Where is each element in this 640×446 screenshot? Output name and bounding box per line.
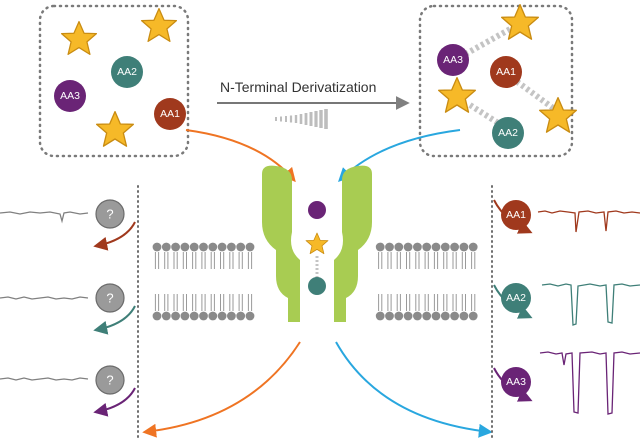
unknown-readout-1: ?	[0, 199, 136, 251]
teal-analyte-icon	[308, 277, 326, 295]
lipid-bilayer	[152, 242, 478, 321]
unknown-readout-3: ?	[0, 365, 136, 417]
tag-star-icon	[500, 3, 539, 40]
lipid-head	[394, 242, 404, 252]
aa2-return-arrow	[93, 305, 136, 335]
lipid-head	[431, 311, 441, 321]
lipid-head	[152, 311, 162, 321]
lipid-head	[217, 242, 227, 252]
lipid-head	[208, 242, 218, 252]
aa3-molecule: AA3	[437, 44, 469, 76]
lipid-head	[385, 242, 394, 252]
aa3-badge	[501, 367, 531, 397]
lipid-head	[217, 311, 227, 321]
noise-trace	[0, 377, 89, 381]
lipid-head	[375, 311, 385, 321]
purple-analyte-icon	[308, 201, 326, 219]
aa3-badge-label: AA3	[506, 376, 526, 388]
aa3-label: AA3	[60, 90, 80, 102]
derivatized-output-arrow	[335, 341, 493, 438]
aa1-label: AA1	[496, 66, 516, 78]
tag-star-icon	[305, 232, 329, 255]
lipid-head	[161, 242, 171, 252]
lipid-head	[152, 242, 162, 252]
nanopore-protein	[262, 165, 372, 322]
aa2-readout: AA2	[493, 283, 640, 326]
aa3-current-trace	[539, 351, 640, 415]
tag-star-icon	[140, 7, 178, 42]
lipid-head	[450, 311, 459, 321]
lipid-head	[375, 242, 385, 252]
lipid-head	[199, 311, 208, 321]
lipid-head	[227, 242, 236, 252]
unmodified-output-arrow	[142, 341, 301, 438]
aa2-badge	[501, 283, 531, 313]
noise-trace	[0, 296, 89, 300]
lipid-head	[189, 242, 199, 252]
tag-star-icon	[95, 110, 134, 147]
unknown-circle-icon	[95, 283, 125, 313]
lipid-head	[227, 311, 236, 321]
aa1-badge	[501, 200, 531, 230]
unknown-mark: ?	[106, 207, 113, 222]
lipid-head	[422, 311, 432, 321]
lipid-head	[422, 242, 432, 252]
lipid-head	[403, 242, 413, 252]
aa1-badge-label: AA1	[506, 209, 526, 221]
lipid-head	[245, 311, 255, 321]
aa3-label: AA3	[443, 54, 463, 66]
aa2-current-trace	[541, 283, 640, 326]
unmodified-mixture-box: AA2 AA3 AA1	[38, 4, 190, 158]
unknown-mark: ?	[106, 373, 113, 388]
lipid-head	[180, 242, 190, 252]
lipid-head	[459, 311, 469, 321]
lipid-head	[180, 311, 190, 321]
aa3-readout: AA3	[493, 351, 640, 415]
lipid-head	[459, 242, 469, 252]
lipid-head	[171, 311, 181, 321]
lipid-head	[245, 242, 255, 252]
lipid-head	[394, 311, 404, 321]
aa2-molecule: AA2	[111, 56, 143, 88]
aa2-label: AA2	[498, 127, 518, 139]
lipid-head	[189, 311, 199, 321]
aa2-badge-label: AA2	[506, 292, 526, 304]
lipid-head	[413, 242, 422, 252]
aa2-label: AA2	[117, 66, 137, 78]
noise-trace	[0, 211, 89, 224]
tag-star-icon	[60, 20, 98, 55]
unknown-readout-2: ?	[0, 283, 136, 335]
aa3-molecule: AA3	[54, 80, 86, 112]
lipid-head	[431, 242, 441, 252]
aa1-readout: AA1	[493, 199, 640, 234]
lipid-head	[403, 311, 413, 321]
aa2-molecule: AA2	[492, 117, 524, 149]
lipid-head	[468, 311, 478, 321]
lipid-head	[450, 242, 459, 252]
lipid-head	[208, 311, 218, 321]
unknown-circle-icon	[95, 365, 125, 395]
lipid-head	[171, 242, 181, 252]
lipid-head	[385, 311, 394, 321]
unknown-mark: ?	[106, 291, 113, 306]
lipid-head	[199, 242, 208, 252]
lipid-head	[161, 311, 171, 321]
lipid-head	[236, 311, 246, 321]
aa1-molecule: AA1	[490, 56, 522, 88]
lipid-head	[468, 242, 478, 252]
aa1-return-arrow	[93, 221, 136, 251]
derivatized-mixture-box: AA3 AA1 AA2	[418, 3, 577, 158]
reaction-hatch	[275, 109, 328, 129]
lipid-head	[440, 242, 450, 252]
aa1-molecule: AA1	[154, 98, 186, 130]
derivatization-caption: N-Terminal Derivatization	[220, 79, 376, 95]
lipid-head	[413, 311, 422, 321]
aa3-return-arrow	[93, 387, 136, 417]
lipid-head	[236, 242, 246, 252]
aa1-label: AA1	[160, 108, 180, 120]
unknown-circle-icon	[95, 199, 125, 229]
lipid-head	[440, 311, 450, 321]
aa1-current-trace	[537, 210, 640, 233]
